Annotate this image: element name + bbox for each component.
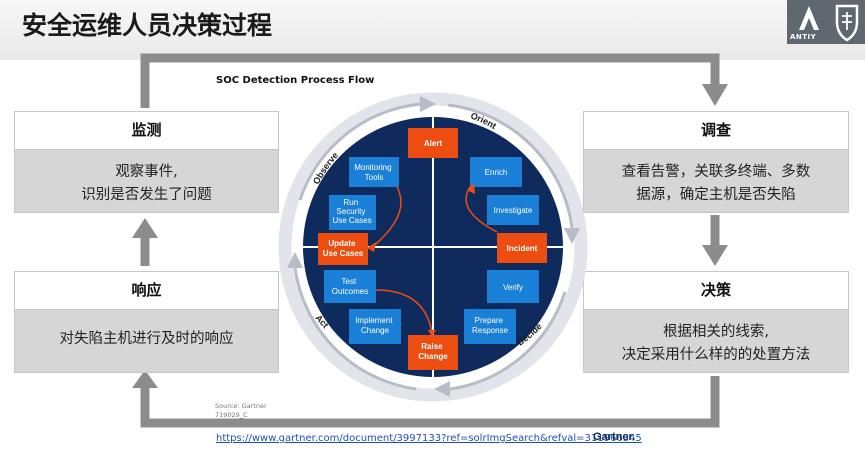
- label-prepare-response: Prepare Response: [472, 316, 509, 335]
- respond-body: 对失陷主机进行及时的响应: [15, 310, 278, 351]
- respond-line-1: 对失陷主机进行及时的响应: [59, 331, 234, 347]
- investigate-box: 调查 查看告警，关联多终端、多数 据源，确定主机是否失陷: [583, 111, 849, 213]
- outer-ring: [278, 92, 588, 402]
- investigate-line-2: 据源，确定主机是否失陷: [636, 187, 796, 203]
- node-enrich: [470, 157, 522, 187]
- curve-to-update-use-cases: [369, 186, 402, 250]
- monitor-line-1: 观察事件,: [115, 164, 178, 180]
- decide-line-1: 根据相关的线索,: [662, 324, 770, 340]
- logo-area: [787, 0, 865, 44]
- curve-enrich-loop: [465, 186, 498, 233]
- label-update-use-cases: Update Use Cases: [323, 239, 364, 258]
- ring-arc-right: [447, 103, 574, 229]
- investigate-line-1: 查看告警，关联多终端、多数: [621, 164, 811, 180]
- ring-arrowhead-right: [564, 228, 580, 244]
- loop-arrow-top: [140, 53, 720, 108]
- label-monitoring-tools: Monitoring Tools: [354, 163, 394, 182]
- page-title: 安全运维人员决策过程: [22, 11, 273, 40]
- monitor-line-2: 识别是否发生了问题: [81, 187, 212, 203]
- node-prepare-response: [464, 309, 516, 344]
- source-line-1: Source: Gartner: [215, 402, 267, 410]
- label-verify: Verify: [503, 283, 523, 292]
- node-raise-change: [408, 335, 458, 370]
- label-investigate: Investigate: [494, 206, 533, 215]
- arrowhead-down-right: [702, 84, 728, 106]
- shield-logo-icon: [835, 4, 859, 42]
- source-note: Source: Gartner 719029_C: [215, 402, 267, 420]
- antiy-logo-icon: [799, 6, 819, 30]
- arrowhead-down-decide: [702, 245, 728, 266]
- respond-box: 响应 对失陷主机进行及时的响应: [14, 271, 279, 373]
- investigate-title: 调查: [584, 112, 848, 150]
- ring-arc-bottom: [449, 291, 567, 391]
- loop-arrow-bottom: [140, 376, 720, 428]
- node-investigate: [487, 195, 539, 225]
- label-test-outcomes: Test Outcomes: [332, 277, 368, 296]
- source-line-2: 719029_C: [215, 411, 248, 419]
- node-incident: [497, 233, 547, 263]
- ring-arrowhead-left: [287, 252, 303, 268]
- arrowhead-raise-change: [428, 330, 436, 337]
- arrowhead-enrich: [467, 183, 475, 194]
- node-verify: [487, 270, 539, 303]
- ring-arc-left: [293, 267, 417, 391]
- node-test-outcomes: [324, 270, 376, 303]
- label-raise-change: Raise Change: [418, 342, 448, 361]
- header-bar: 安全运维人员决策过程: [0, 0, 865, 60]
- decide-title: 决策: [584, 272, 848, 310]
- arrowhead-up-left: [132, 370, 158, 388]
- label-implement-change: Implement Change: [355, 316, 395, 335]
- soc-diagram-title: SOC Detection Process Flow: [216, 75, 375, 86]
- logo-graphic: [787, 0, 865, 44]
- monitor-box: 监测 观察事件, 识别是否发生了问题: [14, 111, 279, 213]
- arrowhead-update-use-cases: [367, 242, 376, 252]
- respond-title: 响应: [15, 272, 278, 310]
- label-run-security-use-cases: Run Security Use Cases: [332, 198, 371, 225]
- monitor-body: 观察事件, 识别是否发生了问题: [15, 150, 278, 207]
- node-monitoring-tools: [349, 157, 399, 187]
- arrowhead-up-monitor: [132, 218, 158, 238]
- antiy-logo-text: ANTIY: [790, 33, 817, 41]
- gartner-logo-text: Gartner.: [593, 431, 636, 443]
- gartner-url-link[interactable]: https://www.gartner.com/document/3997133…: [216, 433, 642, 444]
- label-enrich: Enrich: [485, 168, 508, 177]
- investigate-body: 查看告警，关联多终端、多数 据源，确定主机是否失陷: [584, 150, 848, 207]
- curve-to-raise-change: [375, 289, 433, 334]
- ring-arrowhead-bottom: [434, 381, 450, 397]
- node-implement-change: [349, 309, 401, 344]
- node-alert: [408, 128, 458, 158]
- label-incident: Incident: [507, 244, 538, 253]
- ring-arrowhead-top: [420, 96, 436, 112]
- monitor-title: 监测: [15, 112, 278, 150]
- ring-arc-top: [298, 102, 421, 201]
- decide-box: 决策 根据相关的线索, 决定采用什么样的的处置方法: [583, 271, 849, 373]
- node-update-use-cases: [318, 233, 368, 265]
- decide-line-2: 决定采用什么样的的处置方法: [621, 347, 811, 363]
- node-run-security-use-cases: [329, 195, 376, 230]
- label-alert: Alert: [424, 139, 443, 148]
- decide-body: 根据相关的线索, 决定采用什么样的的处置方法: [584, 310, 848, 367]
